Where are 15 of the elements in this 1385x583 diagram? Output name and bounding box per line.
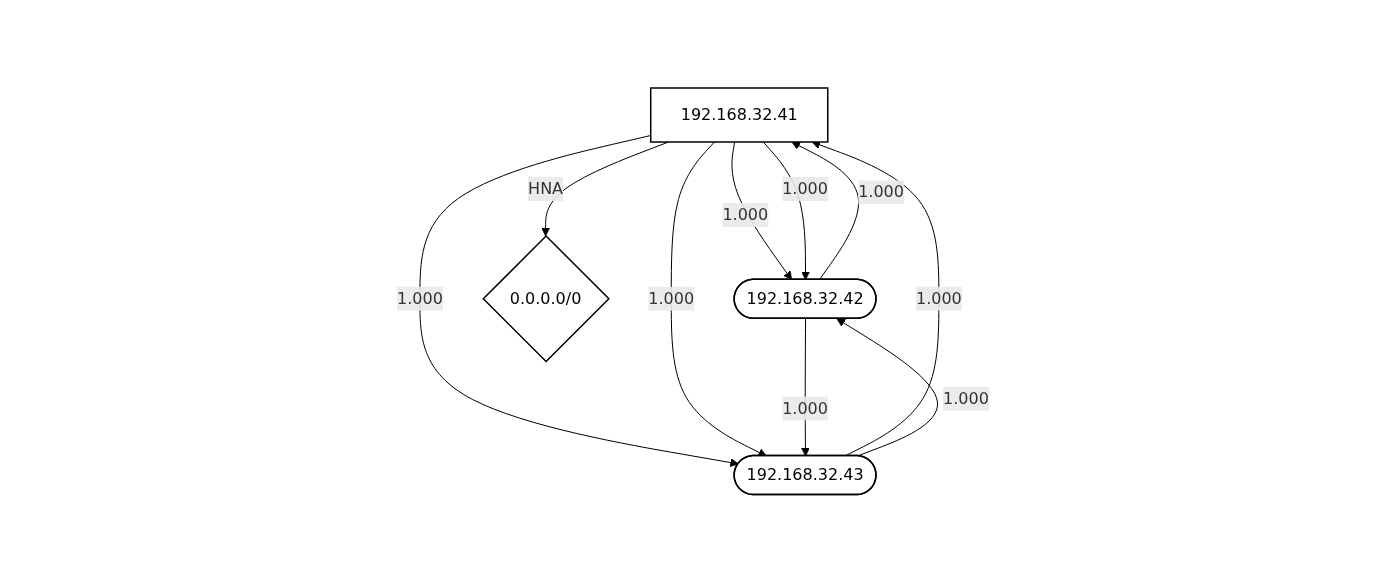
edge-label: HNA [527, 179, 563, 199]
arrow [791, 141, 859, 281]
arrow [836, 318, 938, 457]
edge-label: 1.000 [942, 388, 989, 408]
edge-label: 1.000 [915, 289, 962, 308]
edge-label: 1.000 [781, 179, 828, 199]
arrow [418, 135, 739, 468]
edge-label: 1.000 [857, 182, 904, 202]
node-diamond: 0.0.0.0/0 [481, 235, 610, 363]
edge-label: 1.000 [721, 205, 768, 225]
edge-label: 1.000 [781, 398, 828, 418]
edge-label: 1.000 [647, 289, 694, 308]
arrow [670, 141, 767, 457]
node-box: 192.168.32.41 [649, 87, 829, 143]
edge-label: 1.000 [396, 289, 443, 308]
